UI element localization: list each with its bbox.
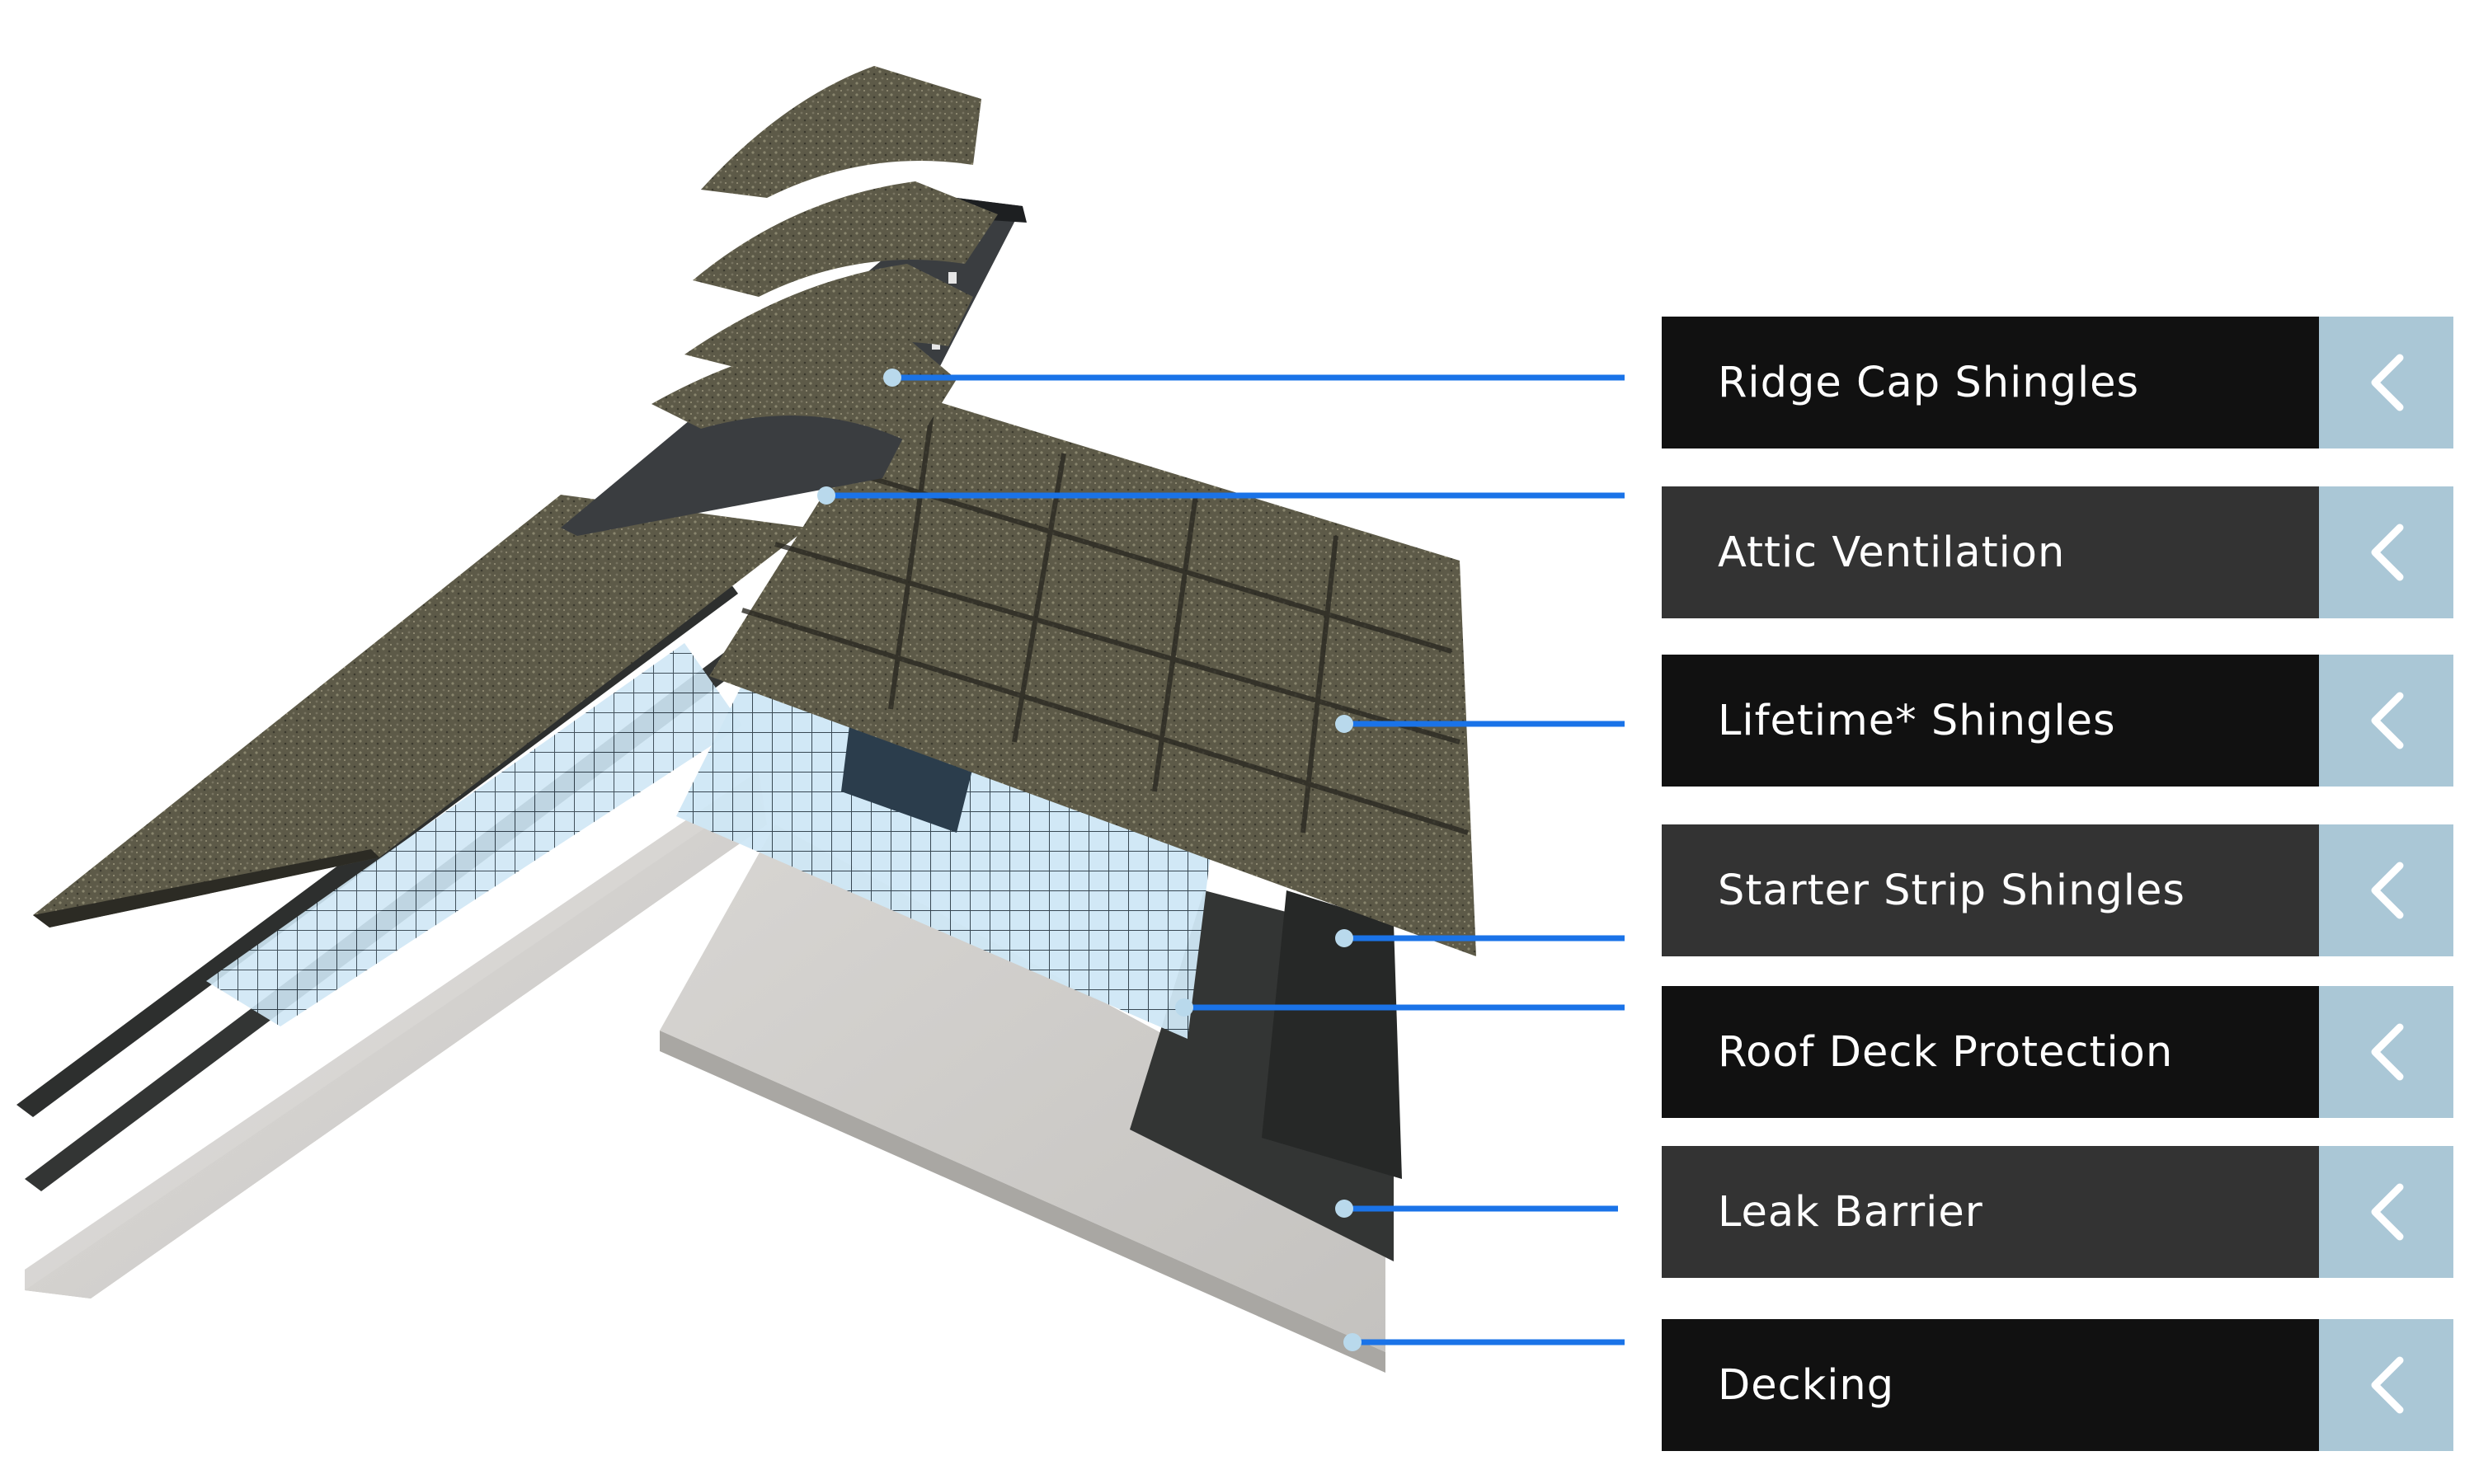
left-slope-shingles — [33, 495, 808, 928]
layer-label: Attic Ventilation — [1662, 486, 2319, 618]
layer-label: Decking — [1662, 1319, 2319, 1451]
chevron-left-icon — [2371, 862, 2403, 919]
roof-deck-protection-marker — [1175, 998, 1193, 1017]
layer-row-roof-deck-protection[interactable]: Roof Deck Protection — [1662, 986, 2453, 1118]
chevron-left-icon — [2371, 524, 2403, 581]
attic-ventilation-marker — [817, 486, 835, 505]
starter-strip-marker — [1335, 929, 1353, 947]
marker-dots — [817, 369, 1362, 1351]
layer-row-attic-ventilation[interactable]: Attic Ventilation — [1662, 486, 2453, 618]
expand-tab[interactable] — [2319, 655, 2453, 787]
expand-tab[interactable] — [2319, 986, 2453, 1118]
decking-marker — [1343, 1333, 1362, 1351]
layer-label: Roof Deck Protection — [1662, 986, 2319, 1118]
expand-tab[interactable] — [2319, 1319, 2453, 1451]
layer-label: Starter Strip Shingles — [1662, 824, 2319, 956]
ridge-cap-shingles-layer — [651, 66, 998, 445]
leader-lines — [826, 374, 1625, 1345]
layer-label: Lifetime* Shingles — [1662, 655, 2319, 787]
chevron-left-icon — [2371, 1356, 2403, 1414]
layer-row-decking[interactable]: Decking — [1662, 1319, 2453, 1451]
layer-row-ridge-cap-shingles[interactable]: Ridge Cap Shingles — [1662, 317, 2453, 448]
chevron-left-icon — [2371, 692, 2403, 749]
chevron-left-icon — [2371, 1183, 2403, 1241]
expand-tab[interactable] — [2319, 824, 2453, 956]
layer-row-lifetime-shingles[interactable]: Lifetime* Shingles — [1662, 655, 2453, 787]
lifetime-shingles-marker — [1335, 715, 1353, 733]
roof-deck-protection-layer — [206, 643, 1212, 1039]
layer-row-leak-barrier[interactable]: Leak Barrier — [1662, 1146, 2453, 1278]
expand-tab[interactable] — [2319, 486, 2453, 618]
chevron-left-icon — [2371, 354, 2403, 411]
ridge-cap-marker — [883, 369, 901, 387]
expand-tab[interactable] — [2319, 317, 2453, 448]
leak-barrier-marker — [1335, 1200, 1353, 1218]
layer-label: Leak Barrier — [1662, 1146, 2319, 1278]
chevron-left-icon — [2371, 1023, 2403, 1081]
expand-tab[interactable] — [2319, 1146, 2453, 1278]
layer-row-starter-strip-shingles[interactable]: Starter Strip Shingles — [1662, 824, 2453, 956]
layer-label: Ridge Cap Shingles — [1662, 317, 2319, 448]
decking-layer — [25, 771, 1385, 1373]
